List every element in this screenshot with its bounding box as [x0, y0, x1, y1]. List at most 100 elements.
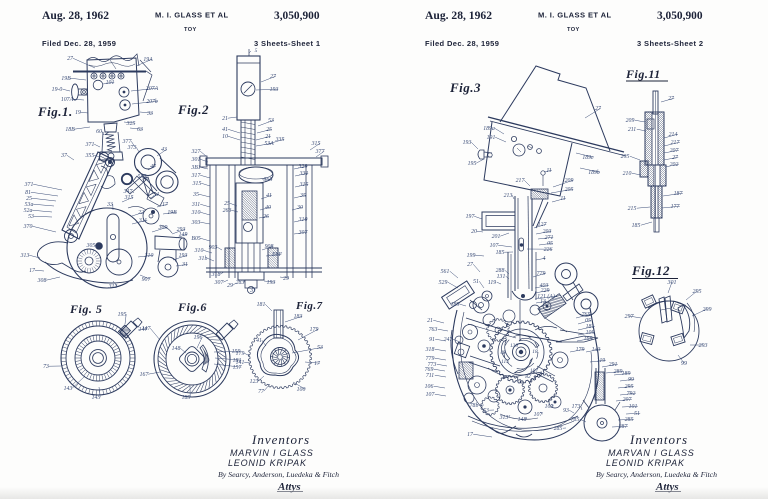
svg-text:148: 148: [172, 345, 181, 352]
svg-text:53a: 53a: [25, 202, 34, 208]
svg-text:19: 19: [75, 110, 81, 116]
svg-text:297: 297: [625, 314, 635, 320]
svg-text:47: 47: [150, 163, 157, 170]
svg-text:3B1: 3B1: [190, 165, 200, 171]
svg-text:310: 310: [194, 248, 204, 254]
svg-text:226: 226: [544, 247, 553, 253]
svg-text:189a: 189a: [483, 126, 495, 132]
svg-text:785: 785: [571, 417, 580, 423]
svg-text:207: 207: [623, 397, 633, 403]
svg-text:315: 315: [311, 141, 321, 147]
svg-text:106: 106: [425, 384, 434, 390]
svg-text:315: 315: [192, 181, 202, 187]
svg-text:193: 193: [179, 253, 188, 259]
svg-text:179: 179: [236, 351, 245, 357]
svg-text:Fig.11: Fig.11: [625, 67, 661, 81]
svg-text:99: 99: [628, 377, 634, 383]
svg-text:LEONID KRIPAK: LEONID KRIPAK: [606, 458, 685, 468]
svg-text:313: 313: [108, 284, 118, 290]
svg-text:377: 377: [122, 139, 133, 145]
svg-text:149: 149: [179, 231, 188, 238]
svg-text:52a: 52a: [24, 208, 33, 214]
svg-text:18B: 18B: [65, 127, 75, 133]
svg-text:26: 26: [263, 214, 269, 220]
svg-text:185: 185: [182, 395, 191, 401]
svg-text:119: 119: [597, 358, 605, 364]
svg-text:Fig. 5: Fig. 5: [69, 302, 102, 316]
svg-text:Aug. 28, 1962: Aug. 28, 1962: [425, 9, 492, 22]
svg-text:147: 147: [142, 325, 152, 332]
svg-text:310: 310: [191, 210, 201, 216]
svg-text:LEONID KRIPAK: LEONID KRIPAK: [228, 458, 307, 468]
svg-text:Filed Dec. 28, 1959: Filed Dec. 28, 1959: [42, 39, 116, 48]
svg-text:157: 157: [233, 365, 243, 371]
svg-text:763: 763: [429, 327, 438, 333]
svg-text:908: 908: [265, 244, 274, 250]
svg-text:101: 101: [629, 404, 638, 410]
svg-text:M. I. GLASS ET AL: M. I. GLASS ET AL: [538, 11, 612, 20]
svg-text:313: 313: [20, 253, 30, 259]
svg-text:10: 10: [222, 134, 228, 140]
svg-text:123: 123: [250, 379, 259, 385]
svg-text:3 Sheets-Sheet 2: 3 Sheets-Sheet 2: [637, 39, 703, 48]
svg-text:210: 210: [623, 171, 632, 177]
svg-text:121 (A): 121 (A): [537, 293, 555, 300]
svg-text:81: 81: [25, 190, 31, 196]
svg-text:355: 355: [85, 153, 95, 159]
svg-text:19B: 19B: [61, 76, 71, 82]
svg-text:Inventors: Inventors: [629, 432, 688, 447]
svg-text:41: 41: [256, 337, 262, 344]
svg-text:107: 107: [530, 368, 538, 374]
svg-text:131: 131: [497, 274, 506, 280]
svg-text:51: 51: [473, 279, 479, 285]
svg-text:19-0: 19-0: [52, 87, 63, 93]
svg-text:27: 27: [467, 262, 474, 268]
svg-text:765: 765: [582, 312, 591, 318]
svg-text:371: 371: [24, 182, 34, 188]
svg-text:18: 18: [532, 349, 538, 355]
svg-text:27: 27: [672, 155, 679, 161]
svg-text:303: 303: [191, 220, 201, 226]
svg-text:107: 107: [426, 392, 436, 398]
svg-text:29: 29: [283, 276, 289, 282]
svg-text:5: 5: [255, 48, 258, 54]
svg-text:93: 93: [563, 408, 569, 414]
svg-text:53: 53: [317, 345, 323, 351]
svg-text:377: 377: [315, 149, 326, 155]
svg-text:185: 185: [496, 250, 505, 256]
svg-text:143: 143: [64, 385, 73, 392]
svg-text:3,050,900: 3,050,900: [274, 10, 320, 22]
svg-text:19A: 19A: [143, 57, 153, 63]
svg-text:48: 48: [500, 350, 506, 356]
svg-text:By Searcy, Anderson, Luedeka &: By Searcy, Anderson, Luedeka & Fitch: [218, 470, 339, 479]
svg-text:247: 247: [444, 336, 454, 343]
svg-text:TOY: TOY: [184, 27, 197, 33]
svg-text:31: 31: [181, 262, 188, 268]
svg-text:41: 41: [266, 192, 272, 199]
svg-text:308: 308: [37, 278, 47, 284]
svg-text:769: 769: [425, 367, 434, 373]
svg-text:E8F: E8F: [271, 252, 282, 258]
svg-text:183: 183: [294, 314, 303, 320]
svg-text:529: 529: [439, 280, 448, 286]
svg-text:370: 370: [23, 224, 33, 230]
svg-text:31: 31: [249, 288, 256, 294]
svg-text:907: 907: [142, 277, 152, 283]
svg-text:307: 307: [214, 280, 225, 286]
svg-text:293: 293: [699, 343, 708, 349]
svg-text:209: 209: [565, 178, 574, 184]
svg-text:213: 213: [504, 193, 513, 199]
svg-text:215: 215: [628, 206, 637, 212]
svg-text:792: 792: [627, 391, 636, 397]
svg-text:53: 53: [28, 214, 34, 220]
svg-text:35: 35: [192, 192, 199, 198]
svg-text:Fig.1.: Fig.1.: [37, 104, 73, 119]
svg-text:3 Sheets-Sheet 1: 3 Sheets-Sheet 1: [254, 39, 320, 48]
svg-text:325: 325: [126, 121, 136, 127]
svg-text:318: 318: [425, 347, 435, 353]
svg-text:205: 205: [621, 154, 630, 160]
svg-text:403: 403: [540, 282, 549, 289]
svg-text:195: 195: [468, 161, 477, 167]
svg-text:43: 43: [161, 146, 167, 153]
svg-text:287: 287: [619, 424, 629, 430]
